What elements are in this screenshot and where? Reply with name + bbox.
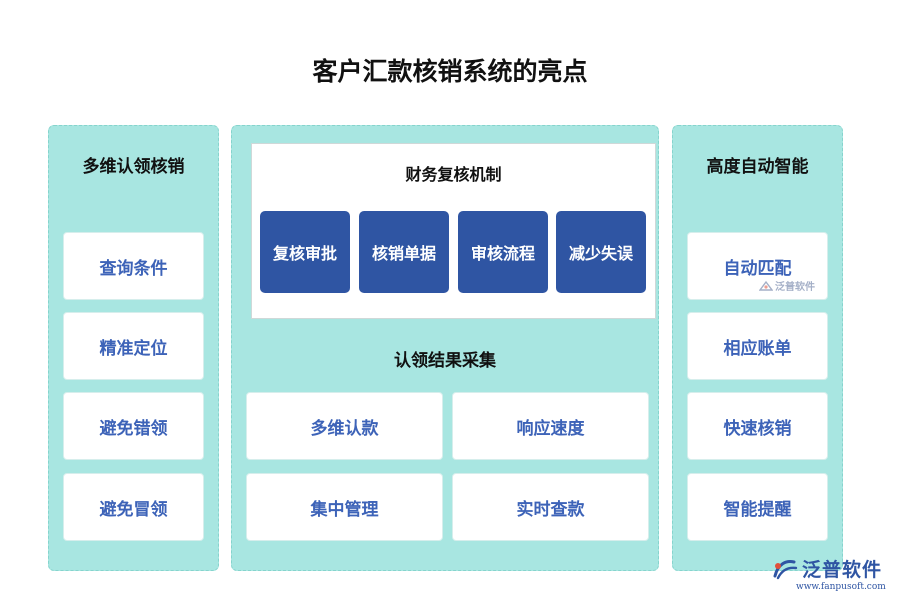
right-panel-heading: 高度自动智能 [706, 157, 809, 177]
brand-logo[interactable]: 泛普软件 [772, 555, 882, 582]
review-item-card: 减少失误 [556, 211, 646, 293]
middle-item-card: 响应速度 [452, 392, 649, 460]
page-title: 客户汇款核销系统的亮点 [312, 57, 588, 86]
left-item-card: 避免错领 [63, 392, 204, 460]
review-item-card: 核销单据 [359, 211, 449, 293]
left-panel: 多维认领核销 查询条件 精准定位 避免错领 避免冒领 [48, 125, 219, 571]
right-item-card: 智能提醒 [687, 473, 828, 541]
right-panel: 高度自动智能 自动匹配 相应账单 快速核销 智能提醒 泛普软件 [672, 125, 843, 571]
middle-panel-heading: 认领结果采集 [394, 351, 496, 371]
left-panel-heading: 多维认领核销 [82, 157, 185, 177]
watermark-text: 泛普软件 [775, 282, 815, 293]
right-item-card: 快速核销 [687, 392, 828, 460]
fanpu-logo-icon [773, 559, 798, 579]
right-item-card: 相应账单 [687, 312, 828, 380]
middle-item-card: 实时查款 [452, 473, 649, 541]
watermark: 泛普软件 [759, 278, 815, 293]
watermark-logo-icon [759, 280, 773, 291]
brand-name: 泛普软件 [802, 559, 883, 581]
right-item-card: 自动匹配 [687, 232, 828, 300]
review-mechanism-heading: 财务复核机制 [405, 165, 502, 184]
brand-url[interactable]: www.fanpusoft.com [796, 582, 886, 592]
review-item-card: 复核审批 [260, 211, 350, 293]
left-item-card: 精准定位 [63, 312, 204, 380]
review-mechanism-box: 财务复核机制 复核审批 核销单据 审核流程 减少失误 [251, 143, 656, 319]
left-item-card: 查询条件 [63, 232, 204, 300]
middle-item-card: 集中管理 [246, 473, 443, 541]
middle-item-card: 多维认款 [246, 392, 443, 460]
left-item-card: 避免冒领 [63, 473, 204, 541]
middle-panel: 财务复核机制 复核审批 核销单据 审核流程 减少失误 认领结果采集 多维认款 响… [231, 125, 659, 571]
review-item-card: 审核流程 [458, 211, 548, 293]
